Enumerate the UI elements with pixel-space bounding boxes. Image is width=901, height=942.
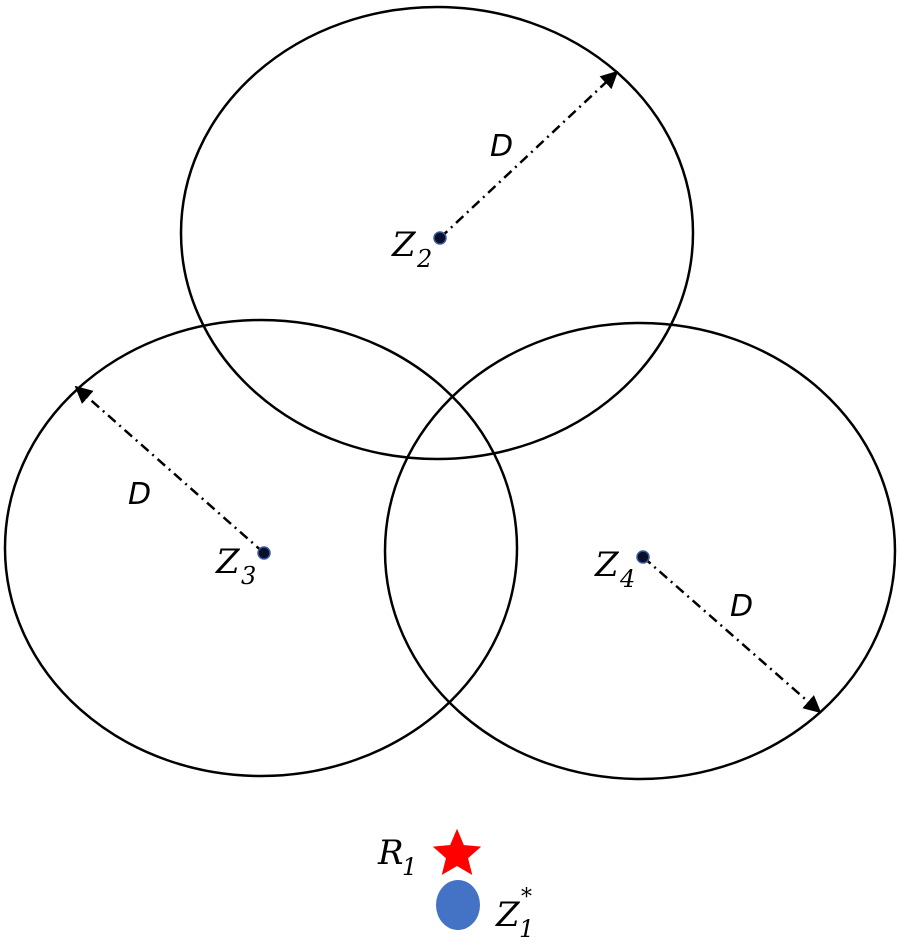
center-label-z2: Z 2 [391,225,432,273]
radius-label-z2: D [490,129,513,164]
circle-z2 [179,5,695,461]
center-dot-z4 [636,550,650,564]
svg-text:Z: Z [215,542,241,582]
svg-text:Z: Z [391,225,417,265]
r1-label: R 1 [377,833,417,881]
circle-z3 [3,318,519,778]
z1-star-label: Z * 1 [495,885,534,942]
radius-label-z3: D [128,477,151,512]
svg-text:Z: Z [495,895,521,935]
center-label-z4: Z 4 [594,545,635,593]
radius-label-z4: D [730,589,753,624]
star-icon [432,828,482,876]
circle-z4 [383,321,897,781]
center-dot-z2 [433,231,447,245]
radius-arrow-z4 [642,556,822,714]
svg-text:4: 4 [619,565,635,593]
svg-text:Z: Z [594,545,620,585]
radius-arrow-z2 [439,70,619,239]
center-dot-z3 [257,546,271,560]
ellipse-icon [436,880,480,930]
svg-text:2: 2 [416,245,432,273]
svg-text:R: R [377,833,404,873]
radius-arrow-z3 [74,385,265,554]
svg-text:*: * [521,885,532,910]
center-label-z3: Z 3 [215,542,256,590]
svg-text:1: 1 [519,915,534,942]
svg-text:3: 3 [241,562,256,590]
svg-text:1: 1 [402,853,417,881]
